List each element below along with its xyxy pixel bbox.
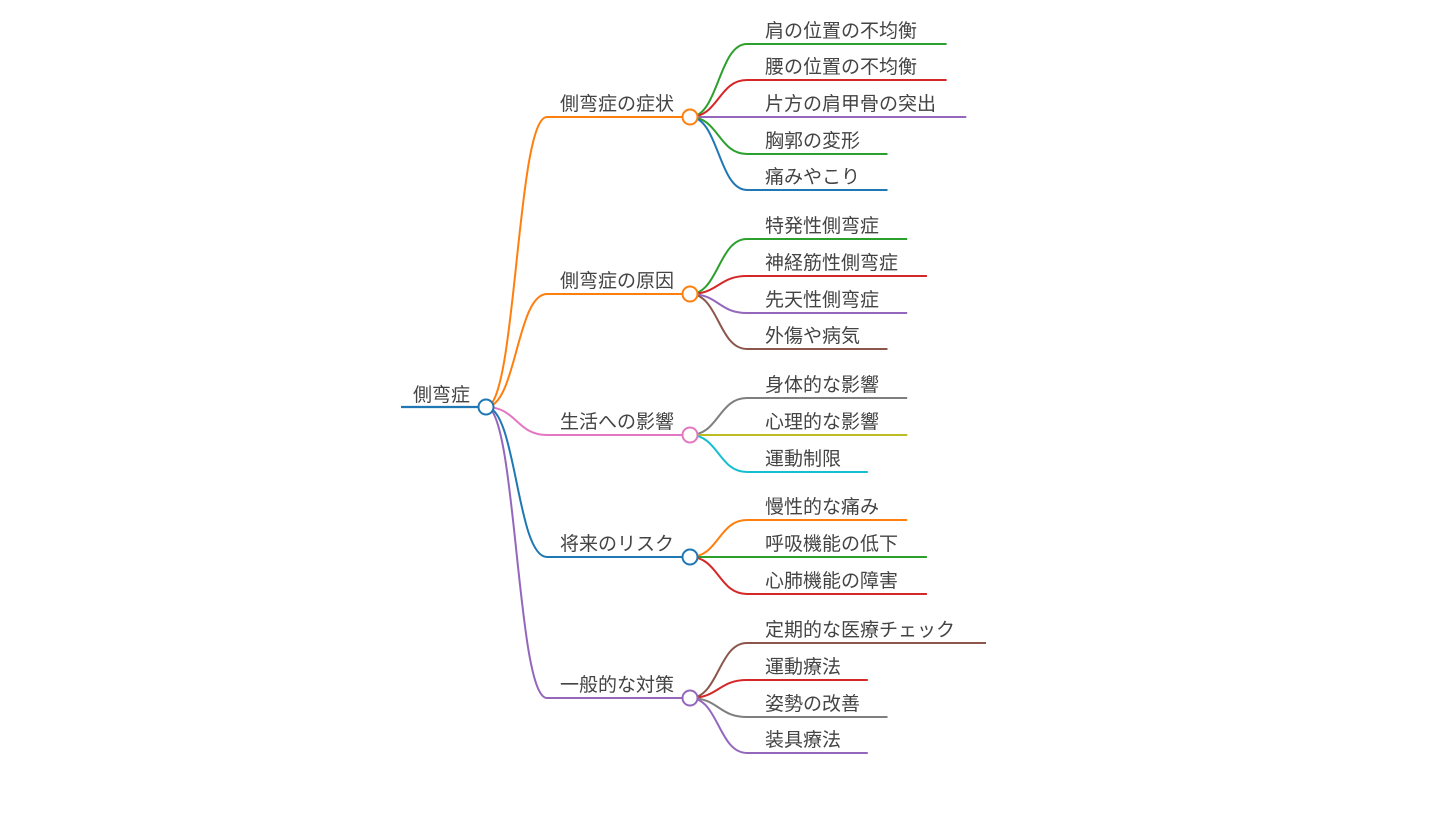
branch-node-circle[interactable] (681, 689, 699, 707)
leaf-label[interactable]: 心理的な影響 (765, 411, 879, 433)
leaf-edge (689, 275, 927, 295)
leaf-edge (689, 519, 908, 558)
mindmap-nodes: 側弯症 側弯症の症状 肩の位置の不均衡腰の位置の不均衡片方の肩甲骨の突出胸郭の変形痛… (413, 20, 955, 751)
leaf-edge (689, 697, 888, 718)
branch-node-circle[interactable] (681, 426, 699, 444)
branch-label[interactable]: 側弯症の原因 (560, 270, 674, 292)
leaf-label[interactable]: 身体的な影響 (765, 374, 879, 396)
edge-root-to-branch (485, 406, 548, 699)
leaf-label[interactable]: 胸郭の変形 (765, 130, 860, 152)
branch-node-circle[interactable] (681, 108, 699, 126)
leaf-edge (689, 434, 868, 473)
leaf-edge (689, 556, 927, 595)
edge-root-to-branch (485, 406, 548, 558)
leaf-label[interactable]: 肩の位置の不均衡 (765, 20, 917, 42)
leaf-edge (689, 116, 888, 155)
mindmap-edges (401, 43, 986, 754)
leaf-label[interactable]: 装具療法 (765, 729, 841, 751)
leaf-label[interactable]: 心肺機能の障害 (765, 570, 898, 592)
leaf-label[interactable]: 外傷や病気 (765, 325, 860, 347)
leaf-label[interactable]: 呼吸機能の低下 (765, 533, 898, 555)
leaf-edge (689, 679, 868, 699)
leaf-label[interactable]: 痛みやこり (765, 166, 860, 188)
branch-label[interactable]: 側弯症の症状 (560, 93, 674, 115)
leaf-label[interactable]: 慢性的な痛み (765, 496, 879, 518)
leaf-label[interactable]: 運動制限 (765, 448, 841, 470)
leaf-label[interactable]: 腰の位置の不均衡 (765, 56, 917, 78)
leaf-label[interactable]: 定期的な医療チェック (765, 619, 955, 641)
root-node-circle[interactable] (477, 398, 495, 416)
branch-label[interactable]: 生活への影響 (560, 411, 674, 433)
leaf-label[interactable]: 特発性側弯症 (765, 215, 879, 237)
leaf-label[interactable]: 運動療法 (765, 656, 841, 678)
edge-root-to-branch (485, 293, 548, 408)
root-label[interactable]: 側弯症 (413, 384, 470, 406)
branch-label[interactable]: 一般的な対策 (560, 674, 674, 696)
branch-node-circle[interactable] (681, 285, 699, 303)
leaf-edge (689, 697, 868, 754)
leaf-edge (689, 116, 888, 191)
edge-root-to-branch (485, 116, 548, 408)
leaf-edge (689, 238, 908, 295)
leaf-label[interactable]: 神経筋性側弯症 (765, 252, 898, 274)
leaf-label[interactable]: 片方の肩甲骨の突出 (765, 93, 936, 115)
leaf-edge (689, 642, 986, 699)
leaf-edge (689, 79, 947, 118)
branch-label[interactable]: 将来のリスク (560, 533, 674, 555)
branch-node-circle[interactable] (681, 548, 699, 566)
leaf-edge (689, 293, 908, 314)
leaf-edge (689, 397, 908, 436)
leaf-label[interactable]: 姿勢の改善 (765, 693, 860, 715)
leaf-edge (689, 43, 947, 118)
leaf-label[interactable]: 先天性側弯症 (765, 289, 879, 311)
leaf-edge (689, 293, 888, 350)
